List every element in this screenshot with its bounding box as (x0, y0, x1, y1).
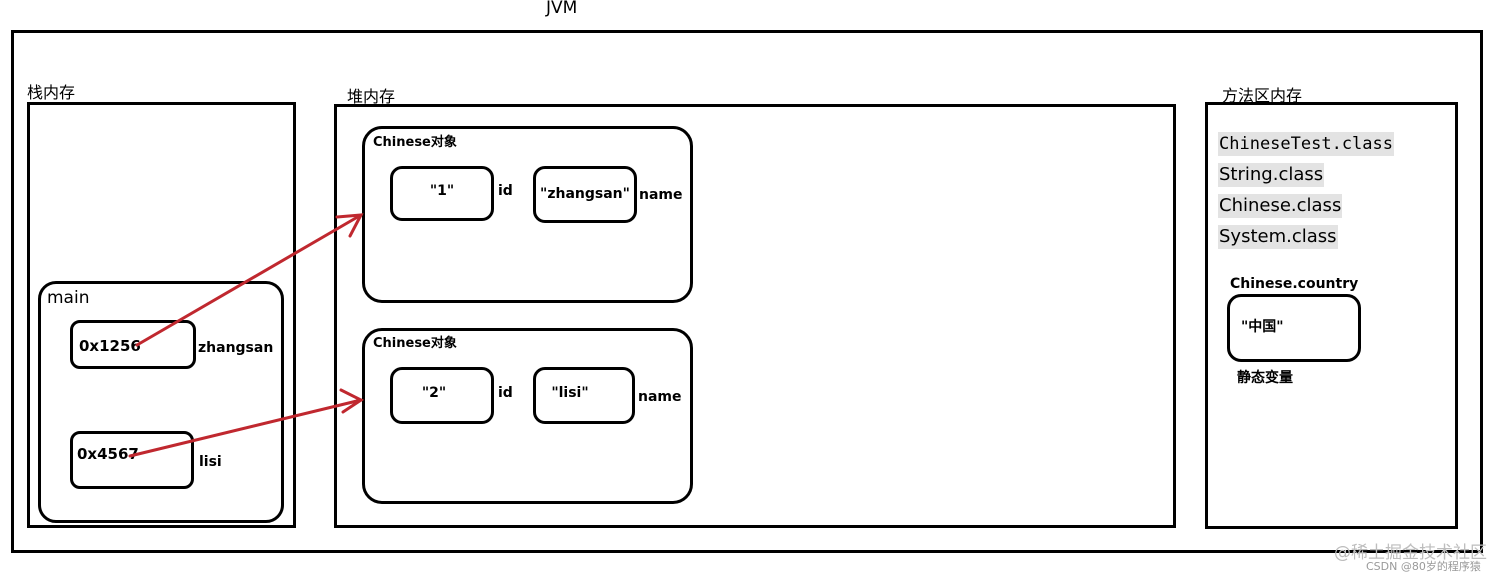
arrow-lisi-to-object-2 (128, 388, 364, 458)
static-var-box (1227, 294, 1361, 362)
object-1-id-label: id (498, 183, 513, 199)
class-chinese: Chinese.class (1218, 194, 1343, 218)
stack-memory-title: 栈内存 (27, 83, 76, 102)
object-2-name-label: name (638, 389, 682, 405)
static-var-title: Chinese.country (1230, 276, 1359, 292)
jvm-title: JVM (546, 0, 578, 18)
object-2-name-value: "lisi" (551, 385, 589, 401)
static-var-caption: 静态变量 (1237, 370, 1293, 386)
object-1-name-label: name (639, 187, 683, 203)
object-1-title: Chinese对象 (373, 135, 457, 150)
object-1-name-value: "zhangsan" (540, 186, 630, 202)
var-name-lisi: lisi (199, 454, 222, 470)
class-system: System.class (1218, 225, 1338, 249)
var-name-zhangsan: zhangsan (198, 340, 274, 356)
watermark-juejin: @稀土掘金技术社区 (1334, 543, 1487, 563)
object-1-id-box (390, 166, 494, 221)
class-chinesetest: ChineseTest.class (1218, 132, 1394, 156)
method-area-title: 方法区内存 (1222, 86, 1303, 105)
object-2-id-value: "2" (421, 385, 447, 401)
class-string: String.class (1218, 163, 1325, 187)
main-frame-label: main (47, 288, 90, 308)
object-2-id-label: id (498, 385, 513, 401)
watermark-csdn: CSDN @80岁的程序猿 (1366, 560, 1481, 573)
var-box-zhangsan (70, 320, 196, 369)
var-value-zhangsan: 0x1256 (79, 337, 141, 355)
object-2-name-box (533, 367, 635, 424)
var-value-lisi: 0x4567 (77, 445, 139, 463)
object-2-title: Chinese对象 (373, 336, 457, 351)
var-box-lisi (70, 431, 194, 489)
arrow-zhangsan-to-object-1 (135, 213, 364, 347)
object-1-id-value: "1" (429, 183, 455, 199)
static-var-value: "中国" (1241, 319, 1284, 335)
object-2-id-box (390, 367, 494, 424)
heap-memory-title: 堆内存 (347, 87, 396, 106)
object-1-name-box (533, 166, 637, 223)
